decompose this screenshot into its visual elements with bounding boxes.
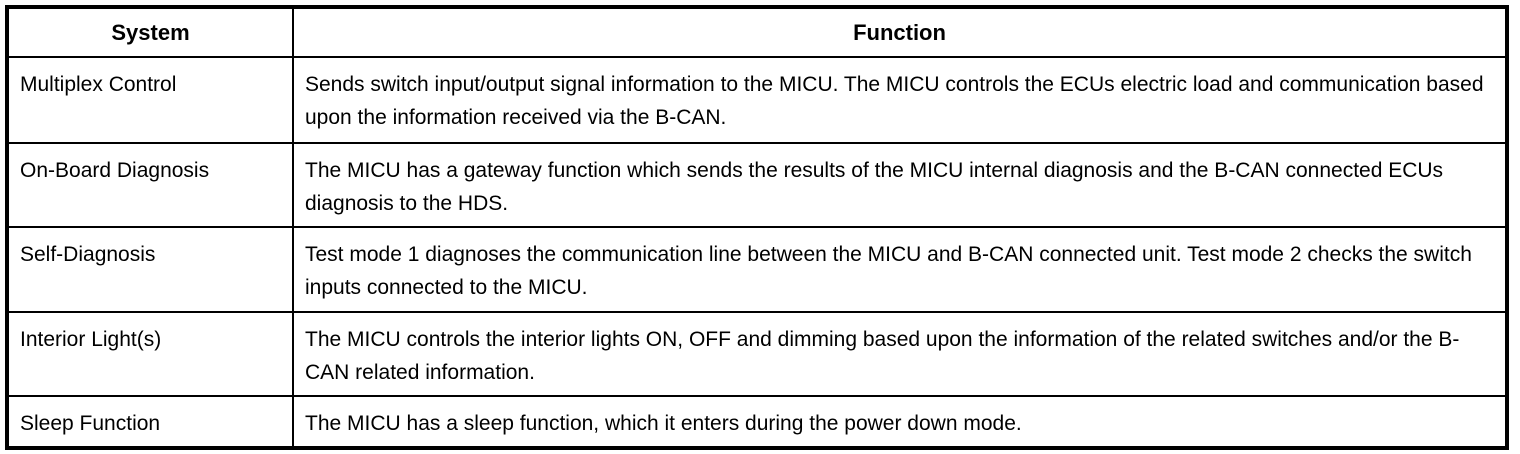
function-cell: Sends switch input/output signal informa… <box>292 56 1508 144</box>
table-row-sleep-function: Sleep Function The MICU has a sleep func… <box>6 395 1508 449</box>
column-header-function: Function <box>292 6 1508 58</box>
function-cell: The MICU has a gateway function which se… <box>292 142 1508 228</box>
table-row-on-board-diagnosis: On-Board Diagnosis The MICU has a gatewa… <box>6 142 1508 228</box>
table-row-interior-lights: Interior Light(s) The MICU controls the … <box>6 311 1508 397</box>
function-cell: Test mode 1 diagnoses the communication … <box>292 226 1508 313</box>
system-cell: Self-Diagnosis <box>6 226 294 313</box>
system-cell: Multiplex Control <box>6 56 294 144</box>
system-cell: On-Board Diagnosis <box>6 142 294 228</box>
function-cell: The MICU has a sleep function, which it … <box>292 395 1508 449</box>
table-row-multiplex-control: Multiplex Control Sends switch input/out… <box>6 56 1508 144</box>
function-cell: The MICU controls the interior lights ON… <box>292 311 1508 397</box>
table-row-self-diagnosis: Self-Diagnosis Test mode 1 diagnoses the… <box>6 226 1508 313</box>
system-cell: Interior Light(s) <box>6 311 294 397</box>
system-function-table: System Function Multiplex Control Sends … <box>5 5 1509 450</box>
system-cell: Sleep Function <box>6 395 294 449</box>
table-header-row: System Function <box>6 6 1508 58</box>
column-header-system: System <box>6 6 294 58</box>
